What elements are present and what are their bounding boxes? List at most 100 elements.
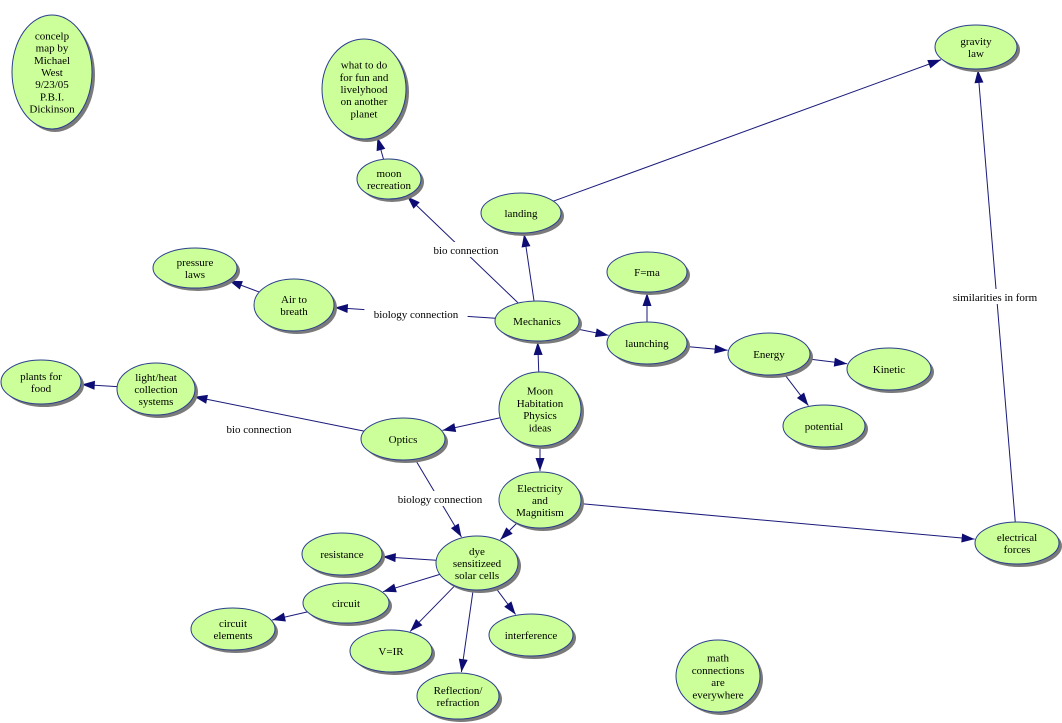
arrow-head xyxy=(458,658,468,673)
node-ellipse xyxy=(974,521,1060,565)
arrow-head xyxy=(533,341,543,356)
node-ellipse xyxy=(675,639,761,713)
node-label: Kinetic xyxy=(873,364,905,376)
node-landing[interactable]: landing xyxy=(480,192,564,236)
node-reflection[interactable]: Reflection/refraction xyxy=(416,672,502,722)
arrow-head xyxy=(410,618,423,632)
link-label-background xyxy=(218,421,300,436)
node-label: interference xyxy=(505,630,558,642)
node-label-line: recreation xyxy=(367,180,411,192)
node-label: V=IR xyxy=(378,646,404,658)
node-label-line: forces xyxy=(1004,544,1031,556)
node-label-line: Optics xyxy=(389,434,418,446)
node-label-line: systems xyxy=(139,396,174,408)
node-ellipse xyxy=(435,535,519,591)
node-label-line: Physics xyxy=(523,410,557,422)
node-ellipse xyxy=(934,24,1018,70)
arrow-head xyxy=(714,344,728,354)
node-potential[interactable]: potential xyxy=(782,404,868,450)
node-label-line: refraction xyxy=(437,697,480,709)
node-label-line: electrical xyxy=(997,532,1037,544)
link-label-bio-connection-recreation: bio connection xyxy=(433,245,499,257)
link-recreation-to-fun xyxy=(376,137,386,160)
node-resistance[interactable]: resistance xyxy=(301,532,385,578)
link-line xyxy=(553,59,942,202)
node-label-line: breath xyxy=(280,306,308,318)
node-ellipse xyxy=(321,38,407,140)
node-label-line: moon xyxy=(376,168,402,180)
node-label-line: on another xyxy=(341,96,388,108)
node-launching[interactable]: launching xyxy=(606,321,690,367)
arrow-head xyxy=(194,394,208,404)
node-energy[interactable]: Energy xyxy=(727,332,813,378)
arrow-head xyxy=(974,69,984,84)
node-label-line: collection xyxy=(134,384,178,396)
node-ellipse xyxy=(606,321,688,365)
node-label-line: sensitizeed xyxy=(453,558,502,570)
node-label: circuit xyxy=(332,598,360,610)
node-label-line: ideas xyxy=(529,422,552,434)
link-air-to-pressure xyxy=(228,280,260,293)
node-optics[interactable]: Optics xyxy=(360,417,448,463)
node-interference[interactable]: interference xyxy=(488,613,576,659)
node-ellipse xyxy=(846,347,932,391)
node-ellipse xyxy=(488,613,574,657)
node-label-line: gravity xyxy=(960,36,992,48)
node-label-line: concelp xyxy=(35,30,70,42)
link-dye-to-circuit xyxy=(382,573,440,593)
link-line xyxy=(194,396,365,432)
node-label-line: what to do xyxy=(341,60,388,72)
node-label-line: launching xyxy=(625,338,669,350)
arrow-head xyxy=(535,458,545,471)
node-ellipse xyxy=(606,251,688,293)
node-ellipse xyxy=(494,300,580,342)
node-circuit[interactable]: circuit xyxy=(302,582,392,626)
node-ellipse xyxy=(253,278,335,332)
link-mechanics-to-recreation: bio connection xyxy=(406,196,519,304)
node-label: Energy xyxy=(753,349,785,361)
node-mechanics[interactable]: Mechanics xyxy=(494,300,582,344)
node-fma[interactable]: F=ma xyxy=(606,251,690,295)
node-label: Mechanics xyxy=(513,316,561,328)
node-label-line: law xyxy=(968,48,984,60)
link-label-background xyxy=(938,289,1052,304)
link-electricity-to-dye xyxy=(499,522,518,541)
node-label-line: solar cells xyxy=(455,570,499,582)
arrow-head xyxy=(500,527,513,540)
node-label-line: F=ma xyxy=(634,267,660,279)
node-label-line: everywhere xyxy=(692,689,743,701)
node-label-line: V=IR xyxy=(378,646,404,658)
link-dye-to-interference xyxy=(494,586,516,615)
node-label-line: circuit xyxy=(219,618,247,630)
node-ellipse xyxy=(152,247,238,289)
node-ellipse xyxy=(498,471,582,529)
node-vir[interactable]: V=IR xyxy=(349,629,435,675)
node-label: resistance xyxy=(320,549,363,561)
node-ellipse xyxy=(416,672,500,720)
node-ellipse xyxy=(498,371,582,447)
node-label-line: light/heat xyxy=(135,372,177,384)
node-label-line: dye xyxy=(469,546,485,558)
node-kinetic[interactable]: Kinetic xyxy=(846,347,934,393)
